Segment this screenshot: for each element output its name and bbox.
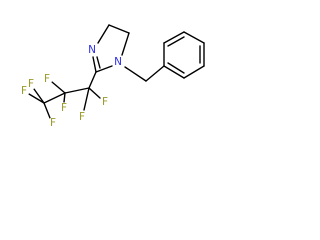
- bond-cf3-f6: [33, 88, 45, 104]
- bond-ring-6: [163, 65, 185, 79]
- atom-label-f7: F: [21, 85, 27, 97]
- bond-ring-5: [183, 65, 205, 79]
- bond-n1-c2: [95, 65, 113, 73]
- bond-layer: [28, 24, 205, 119]
- bond-cf3-f4: [43, 102, 51, 119]
- atom-label-f3: F: [61, 102, 67, 114]
- atom-label-f5: F: [44, 73, 50, 85]
- bond-c4-c5: [108, 24, 130, 34]
- bond-ring-3: [183, 31, 205, 44]
- bond-cf2-cf2: [64, 87, 90, 94]
- atom-backdrop-f4: [47, 117, 59, 129]
- bond-cf2-f2: [83, 87, 90, 111]
- bond-ring-inner-3: [167, 62, 185, 74]
- atom-backdrop-f1: [99, 96, 111, 108]
- atom-label-n3: N: [88, 44, 96, 56]
- atom-backdrop-f3: [58, 102, 70, 114]
- bond-cf2b-cf3: [43, 92, 66, 104]
- atom-label-f4: F: [50, 117, 56, 129]
- bond-ring-2: [163, 31, 185, 44]
- atom-label-f1: F: [102, 96, 108, 108]
- bond-c2-n3-double: [96, 56, 101, 69]
- bond-n3-c4: [97, 24, 110, 44]
- atom-backdrop-n1: [112, 56, 124, 68]
- atom-backdrop-f7: [18, 85, 30, 97]
- atom-label-f6: F: [28, 78, 34, 90]
- bond-c5-n1: [121, 32, 130, 56]
- bond-ch2-ring: [145, 65, 165, 82]
- bond-c2-n3: [92, 56, 97, 73]
- bond-cf2b-f3: [63, 92, 66, 103]
- bond-n1-ch2: [124, 66, 147, 82]
- bond-cf2b-f5: [51, 81, 66, 94]
- bond-cf2-f1: [88, 87, 101, 99]
- bond-cf3-f7: [28, 93, 45, 104]
- atom-backdrop-f5: [41, 73, 53, 85]
- bond-c2-cf2: [88, 71, 97, 89]
- atom-label-f2: F: [79, 111, 85, 123]
- bond-ring-inner-1: [167, 36, 185, 47]
- atom-label-n1: N: [114, 56, 122, 68]
- atom-backdrop-f2: [76, 111, 88, 123]
- atom-backdrop-n3: [86, 44, 98, 56]
- atom-backdrop-f6: [25, 78, 37, 90]
